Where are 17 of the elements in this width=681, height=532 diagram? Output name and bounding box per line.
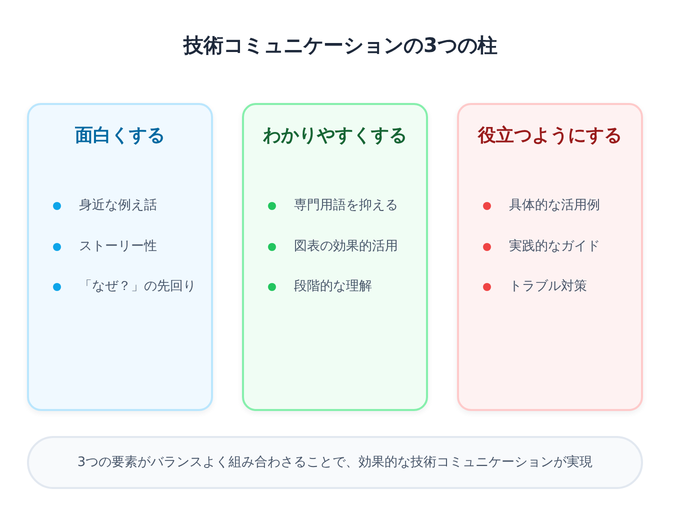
list-item-text: ストーリー性 — [79, 238, 157, 256]
card-heading: 面白くする — [75, 124, 165, 148]
list-item-text: 「なぜ？」の先回り — [79, 278, 196, 296]
diagram-title: 技術コミュニケーションの3つの柱 — [184, 32, 498, 59]
summary-text: 3つの要素がバランスよく組み合わさることで、効果的な技術コミュニケーションが実現 — [77, 454, 593, 472]
card-heading: 役立つようにする — [478, 124, 622, 148]
list-item-text: トラブル対策 — [509, 278, 587, 296]
pillar-card — [242, 103, 428, 411]
list-item-text: 実践的なガイド — [509, 238, 600, 256]
pillar-card — [457, 103, 643, 411]
list-item-text: 段階的な理解 — [294, 278, 372, 296]
list-item-text: 具体的な活用例 — [509, 197, 600, 215]
pillar-card — [27, 103, 213, 411]
list-item-text: 身近な例え話 — [79, 197, 157, 215]
card-heading: わかりやすくする — [263, 124, 407, 148]
list-item-text: 専門用語を抑える — [294, 197, 398, 215]
list-item-text: 図表の効果的活用 — [294, 238, 398, 256]
